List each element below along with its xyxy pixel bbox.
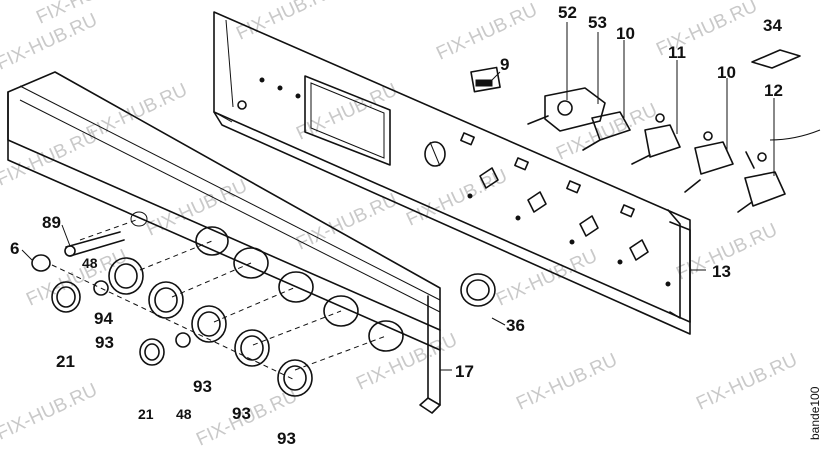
watermark: FIX-HUB.RU [553,100,660,165]
watermark: FIX-HUB.RU [493,246,600,311]
callout-53: 53 [588,13,607,32]
callout-93: 93 [277,429,296,448]
callout-52: 52 [558,3,577,22]
watermark: FIX-HUB.RU [403,166,510,231]
watermark: FIX-HUB.RU [83,80,190,145]
callout-9: 9 [500,55,509,74]
front-fascia-panel [7,71,441,414]
callout-48: 48 [82,255,98,271]
watermark: FIX-HUB.RU [0,380,101,445]
watermark: FIX-HUB.RU [693,350,800,415]
callout-21: 21 [56,352,75,371]
watermark: FIX-HUB.RU [233,0,340,45]
callout-17: 17 [455,362,474,381]
callouts: 52 53 10 9 11 34 10 12 13 36 17 89 6 48 … [10,3,822,448]
callout-13: 13 [712,262,731,281]
callout-36: 36 [506,316,525,335]
callout-10: 10 [616,24,635,43]
callout-21: 21 [138,406,154,422]
callout-89: 89 [42,213,61,232]
watermark: FIX-HUB.RU [293,190,400,255]
watermark: FIX-HUB.RU [513,350,620,415]
callout-93: 93 [232,404,251,423]
callout-12: 12 [764,81,783,100]
callout-10: 10 [717,63,736,82]
watermark: FIX-HUB.RU [433,0,540,65]
callout-93: 93 [95,333,114,352]
callout-11: 11 [668,43,686,62]
callout-93: 93 [193,377,212,396]
watermark: FIX-HUB.RU [293,80,400,145]
guide-lines [51,218,387,381]
back-control-panel [213,11,691,335]
callout-6: 6 [10,239,19,258]
leader-lines [21,22,775,371]
callout-34: 34 [763,16,782,35]
callout-48: 48 [176,406,192,422]
diagram-code: bande100 [808,386,822,440]
knob-assembly [31,231,496,397]
callout-94: 94 [94,309,113,328]
switch-assembly [470,49,821,213]
